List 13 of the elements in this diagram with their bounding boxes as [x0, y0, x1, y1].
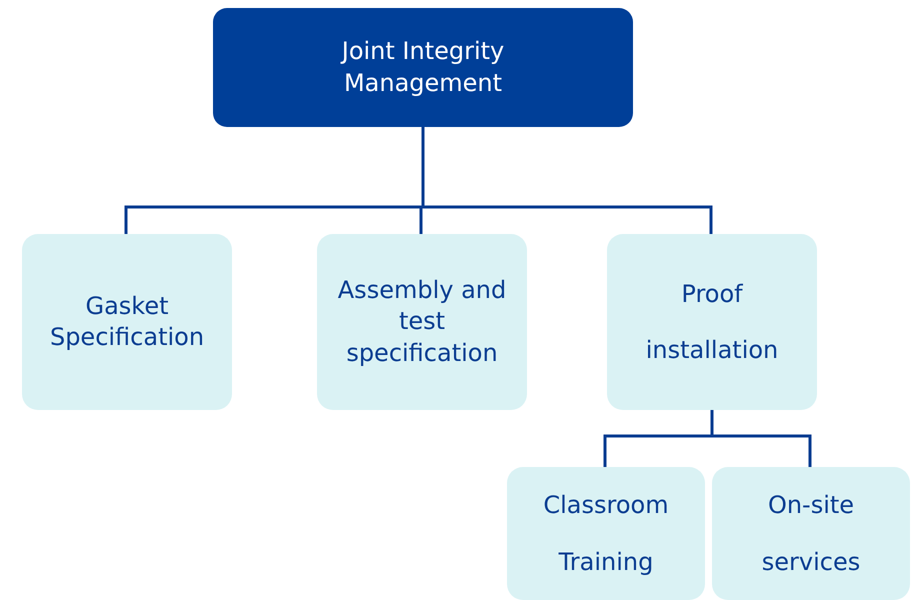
- box-label: Classroom Training: [542, 490, 670, 578]
- process-box: [507, 467, 705, 600]
- box-label: Joint Integrity Management: [340, 36, 506, 98]
- process-box: [607, 234, 817, 410]
- connector-line: [422, 127, 712, 234]
- process-box: [22, 234, 232, 410]
- box-label: On-site services: [760, 490, 862, 578]
- process-box: [712, 467, 910, 600]
- root-box: [213, 8, 633, 127]
- box-label: Assembly and test specification: [336, 275, 508, 369]
- box-label: Proof installation: [644, 278, 780, 366]
- process-box: [317, 234, 527, 410]
- box-label: Gasket Specification: [48, 290, 206, 353]
